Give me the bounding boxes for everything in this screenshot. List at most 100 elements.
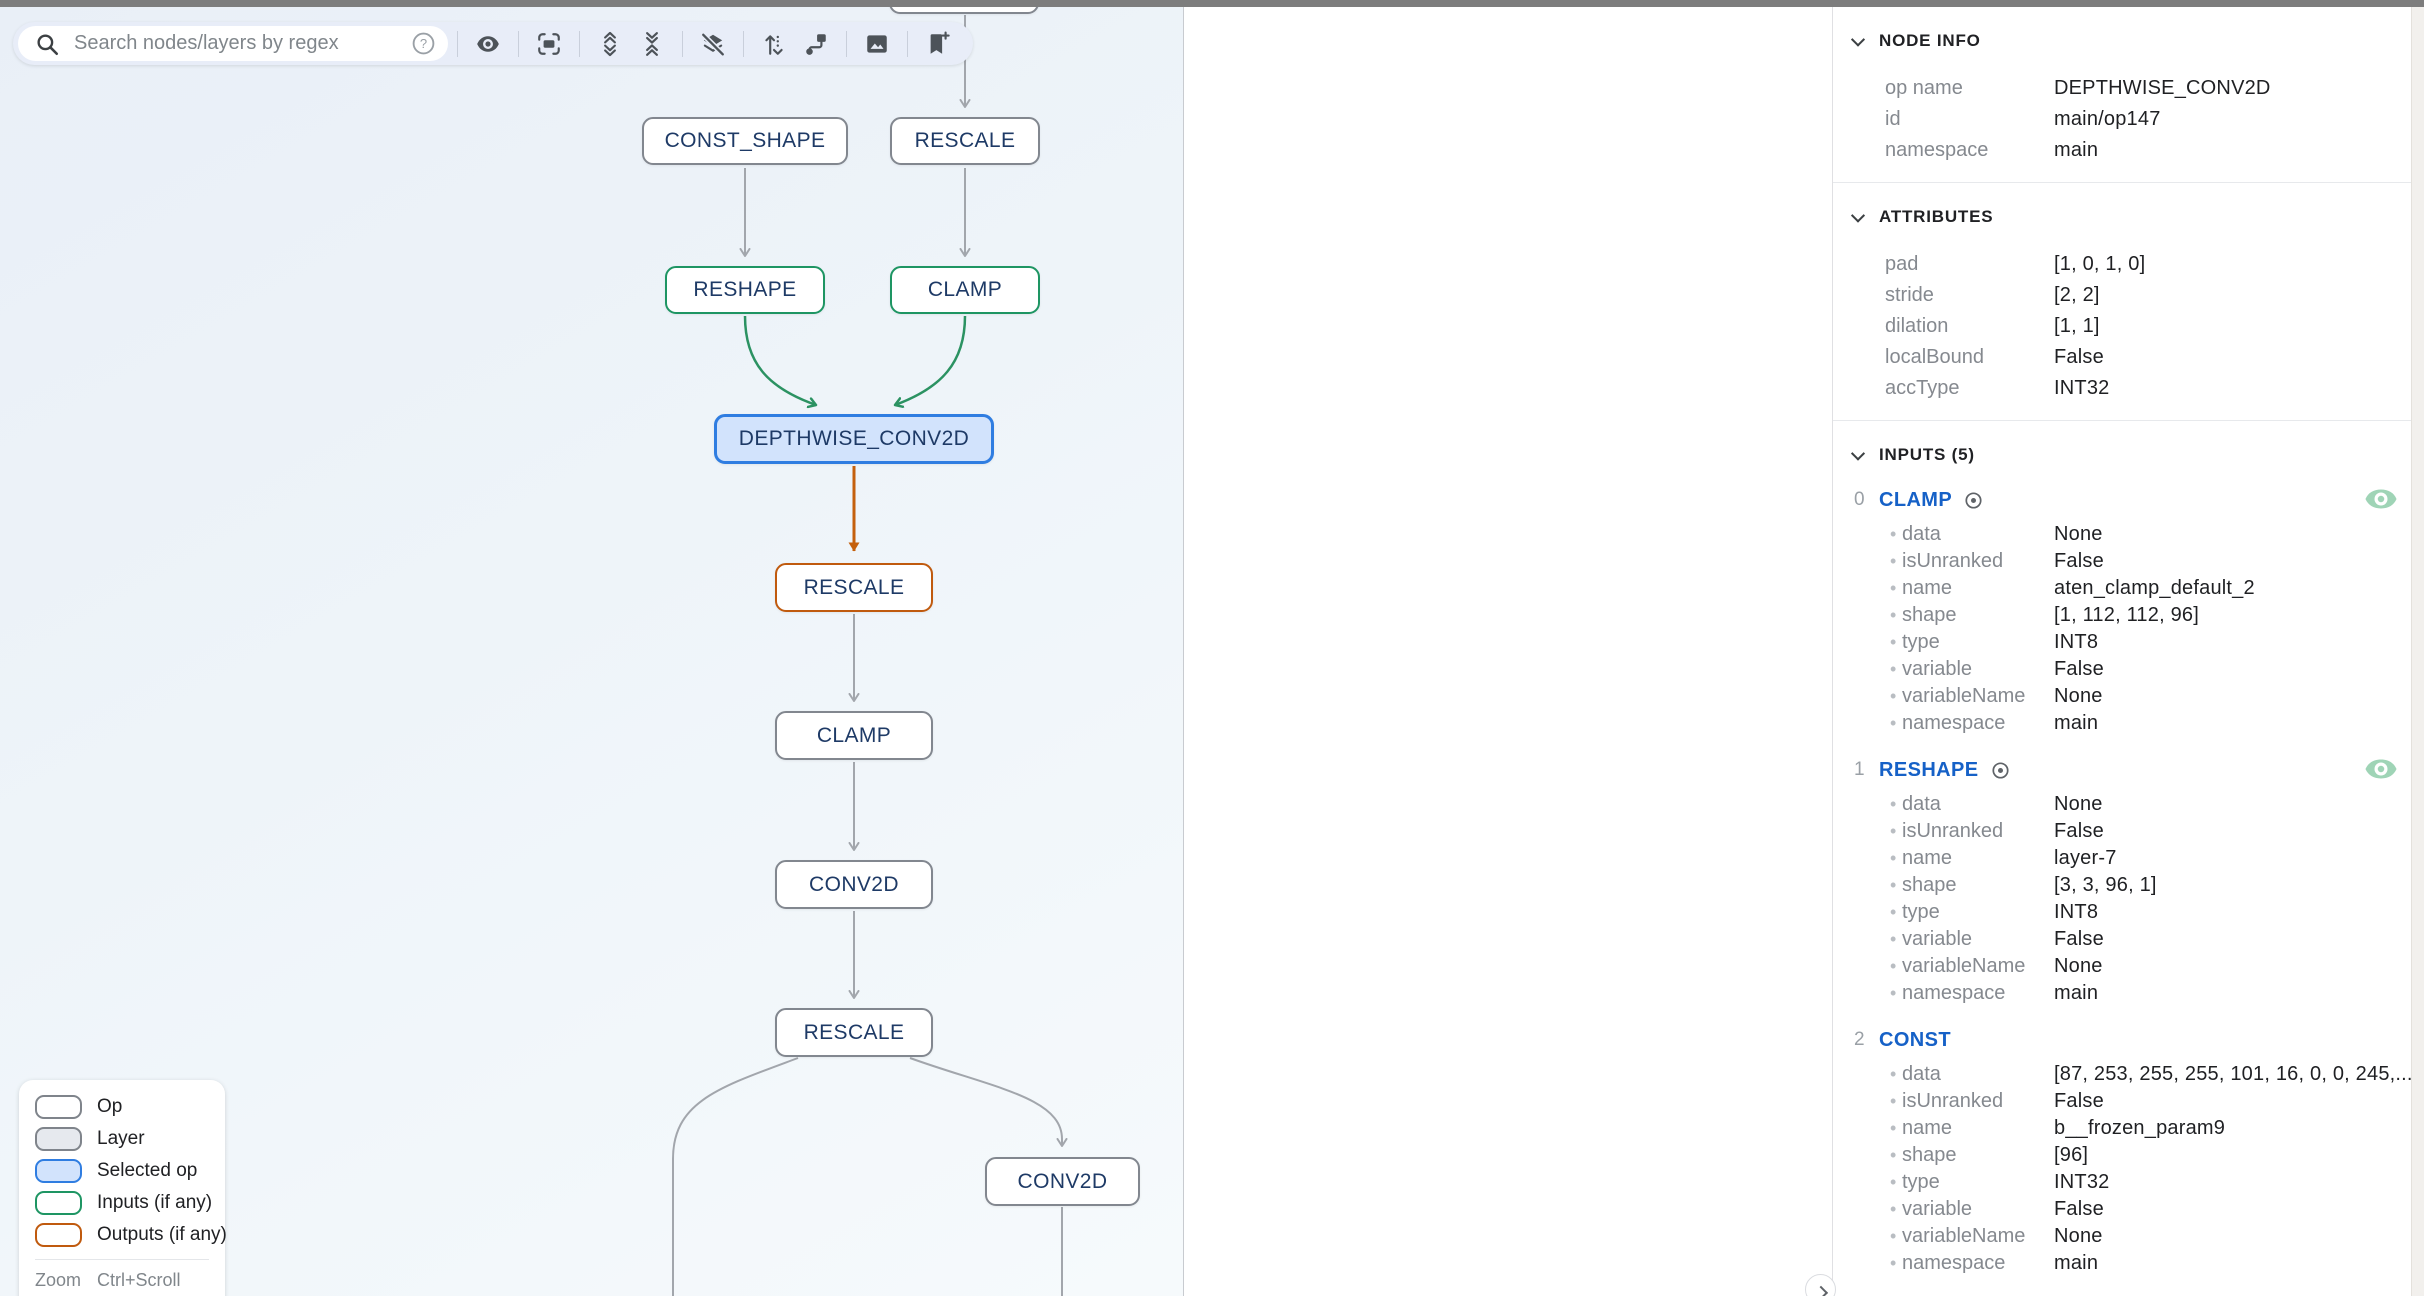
bullet-icon: • xyxy=(1890,848,1897,868)
field-value: [87, 253, 255, 255, 101, 16, 0, 0, 245,.… xyxy=(2054,1063,2413,1085)
legend-label: Op xyxy=(97,1096,123,1117)
field-key: variableName xyxy=(1902,685,2026,707)
toolbar-separator xyxy=(743,30,744,57)
field-value: None xyxy=(2054,1225,2103,1247)
visible-eye-icon[interactable] xyxy=(2364,757,2398,781)
bullet-icon: • xyxy=(1890,659,1897,679)
attribute-key: namespace xyxy=(1885,139,1989,161)
section-header[interactable]: ATTRIBUTES xyxy=(1833,203,2424,231)
panel-collapse-button[interactable] xyxy=(1805,1274,1836,1296)
field-key: variable xyxy=(1902,928,1973,950)
legend-label: Layer xyxy=(97,1128,145,1149)
field-value: main xyxy=(2054,982,2099,1004)
section-header[interactable]: NODE INFO xyxy=(1833,27,2424,55)
attribute-key: dilation xyxy=(1885,315,1949,337)
hint-gesture: Ctrl+Scroll xyxy=(97,1270,181,1290)
input-op-link[interactable]: CLAMP xyxy=(1879,488,1953,511)
bullet-icon: • xyxy=(1890,875,1897,895)
graph-node-partial[interactable] xyxy=(889,7,1039,14)
window-top-edge xyxy=(0,0,2424,7)
graph-node-rescale[interactable]: RESCALE xyxy=(775,1008,933,1057)
locate-icon[interactable] xyxy=(1962,489,1985,512)
input-item-header: 0 CLAMP xyxy=(1833,485,2424,515)
legend-swatch-op xyxy=(35,1095,82,1119)
input-op-link[interactable]: CONST xyxy=(1879,1028,1951,1051)
fit-screen-button[interactable] xyxy=(530,25,568,63)
graph-node-clamp[interactable]: CLAMP xyxy=(775,711,933,760)
field-value: aten_clamp_default_2 xyxy=(2054,577,2255,599)
field-value: main xyxy=(2054,1252,2099,1274)
graph-node-rescale[interactable]: RESCALE xyxy=(775,563,933,612)
field-value: [96] xyxy=(2054,1144,2089,1166)
legend-swatch-layer xyxy=(35,1127,82,1151)
toolbar-separator xyxy=(682,30,683,57)
trace-inputs-outputs-icon xyxy=(765,34,783,55)
hide-layers-button[interactable] xyxy=(694,25,732,63)
field-key: data xyxy=(1902,523,1941,545)
input-index: 0 xyxy=(1854,489,1865,510)
bullet-icon: • xyxy=(1890,551,1897,571)
attribute-key: id xyxy=(1885,108,1901,130)
graph-edge xyxy=(672,1057,799,1296)
trace-inputs-outputs-button[interactable] xyxy=(755,25,793,63)
chevron-down-icon xyxy=(1850,446,1866,461)
attribute-row: stride[2, 2] xyxy=(1833,280,2424,311)
graph-node-clamp[interactable]: CLAMP xyxy=(890,266,1040,314)
graph-node-conv2d[interactable]: CONV2D xyxy=(775,860,933,909)
download-image-button[interactable] xyxy=(858,25,896,63)
bullet-icon: • xyxy=(1890,1226,1897,1246)
visibility-button[interactable] xyxy=(469,25,507,63)
field-key: variable xyxy=(1902,1198,1973,1220)
attribute-key: op name xyxy=(1885,77,1963,99)
legend-item: Selected op xyxy=(35,1159,209,1183)
graph-node-depthwise-conv2d[interactable]: DEPTHWISE_CONV2D xyxy=(714,414,994,464)
field-key: data xyxy=(1902,1063,1941,1085)
graph-node-reshape[interactable]: RESHAPE xyxy=(665,266,825,314)
bullet-icon: • xyxy=(1890,713,1897,733)
input-field-row: •shape[96] xyxy=(1833,1142,2424,1169)
locate-icon[interactable] xyxy=(1989,759,2012,782)
field-key: type xyxy=(1902,901,1940,923)
fit-screen-icon xyxy=(538,32,560,55)
collapse-all-layers-button[interactable] xyxy=(633,25,671,63)
panel-scrollbar[interactable] xyxy=(2411,7,2424,1296)
graph-node-conv2d[interactable]: CONV2D xyxy=(985,1157,1140,1206)
add-bookmark-icon xyxy=(930,31,950,54)
bullet-icon: • xyxy=(1890,1199,1897,1219)
bullet-icon: • xyxy=(1890,956,1897,976)
graph-node-const-shape[interactable]: CONST_SHAPE xyxy=(642,117,848,165)
field-key: name xyxy=(1902,577,1953,599)
field-value: False xyxy=(2054,820,2104,842)
hide-layers-icon xyxy=(701,32,725,56)
legend-item: Inputs (if any) xyxy=(35,1191,212,1215)
legend-swatch-output xyxy=(35,1223,82,1247)
bullet-icon: • xyxy=(1890,794,1897,814)
input-op-link[interactable]: RESHAPE xyxy=(1879,758,1979,781)
add-bookmark-button[interactable] xyxy=(919,25,957,63)
field-value: False xyxy=(2054,1198,2104,1220)
bullet-icon: • xyxy=(1890,1091,1897,1111)
export-graph-button[interactable] xyxy=(797,25,835,63)
help-icon[interactable]: ? xyxy=(411,31,436,56)
expand-all-layers-button[interactable] xyxy=(591,25,629,63)
graph-node-rescale[interactable]: RESCALE xyxy=(890,117,1040,165)
bullet-icon: • xyxy=(1890,1145,1897,1165)
bullet-icon: • xyxy=(1890,578,1897,598)
section-header[interactable]: INPUTS (5) xyxy=(1833,441,2424,469)
input-index: 2 xyxy=(1854,1029,1865,1050)
search-box[interactable]: Search nodes/layers by regex ? xyxy=(18,26,448,61)
field-value: False xyxy=(2054,658,2104,680)
bullet-icon: • xyxy=(1890,1253,1897,1273)
legend-divider xyxy=(35,1259,209,1260)
visible-eye-icon[interactable] xyxy=(2364,487,2398,511)
